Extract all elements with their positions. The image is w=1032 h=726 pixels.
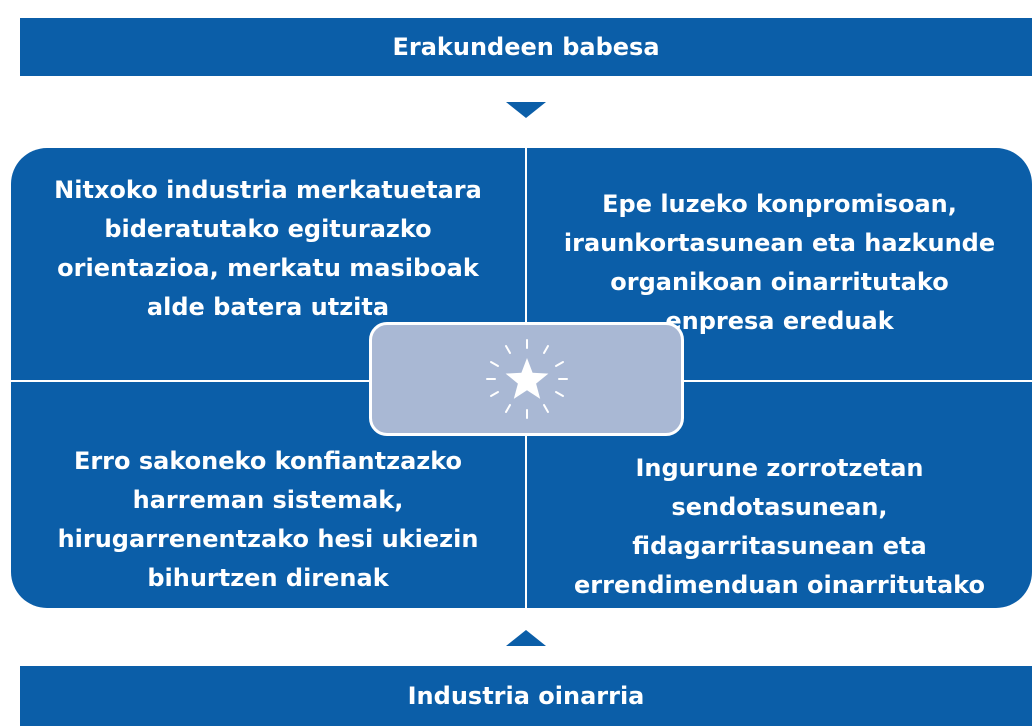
quadrant-top-right-text: Epe luzeko konpromisoan, iraunkortasunea… [564, 185, 995, 341]
quadrant-line: alde batera utzita [146, 293, 390, 321]
quadrant-top-left: Nitxoko industria merkatuetara bideratut… [11, 148, 525, 380]
quadrant-line: bihurtzen direnak [147, 564, 389, 592]
quadrant-line: hirugarrenentzako hesi ukiezin [57, 525, 479, 553]
quadrant-top-left-text: Nitxoko industria merkatuetara bideratut… [54, 171, 482, 327]
quadrant-bottom-right-text: Ingurune zorrotzetan sendotasunean, fida… [574, 449, 985, 605]
top-banner: Erakundeen babesa [20, 18, 1032, 76]
arrow-down-icon [506, 102, 546, 118]
quadrant-line: Erro sakoneko konfiantzazko [73, 447, 463, 475]
quadrant-line: organikoan oinarritutako [610, 268, 949, 296]
bottom-banner: Industria oinarria [20, 666, 1032, 726]
quadrant-line: sendotasunean, [671, 493, 888, 521]
quadrant-line: Ingurune zorrotzetan [635, 454, 924, 482]
quadrant-line: iraunkortasunean eta hazkunde [563, 229, 996, 257]
star-burst-icon [485, 339, 568, 419]
quadrant-line: orientazioa, merkatu masiboak [57, 254, 479, 282]
center-star-box [369, 322, 684, 436]
quadrant-line: errendimenduan oinarritutako [574, 571, 985, 599]
quadrant-line: Nitxoko industria merkatuetara [54, 176, 482, 204]
quadrant-line: bideratutako egiturazko [104, 215, 432, 243]
arrow-up-icon [506, 630, 546, 646]
quadrant-line: fidagarritasunean eta [632, 532, 927, 560]
quadrant-line: Epe luzeko konpromisoan, [602, 190, 957, 218]
top-banner-title: Erakundeen babesa [392, 33, 660, 61]
quadrant-line: harreman sistemak, [132, 486, 404, 514]
quadrant-bottom-left-text: Erro sakoneko konfiantzazko harreman sis… [58, 442, 479, 598]
bottom-banner-title: Industria oinarria [407, 682, 645, 710]
quadrant-top-right: Epe luzeko konpromisoan, iraunkortasunea… [527, 148, 1032, 380]
quadrant-line: enpresa ereduak [665, 307, 894, 335]
